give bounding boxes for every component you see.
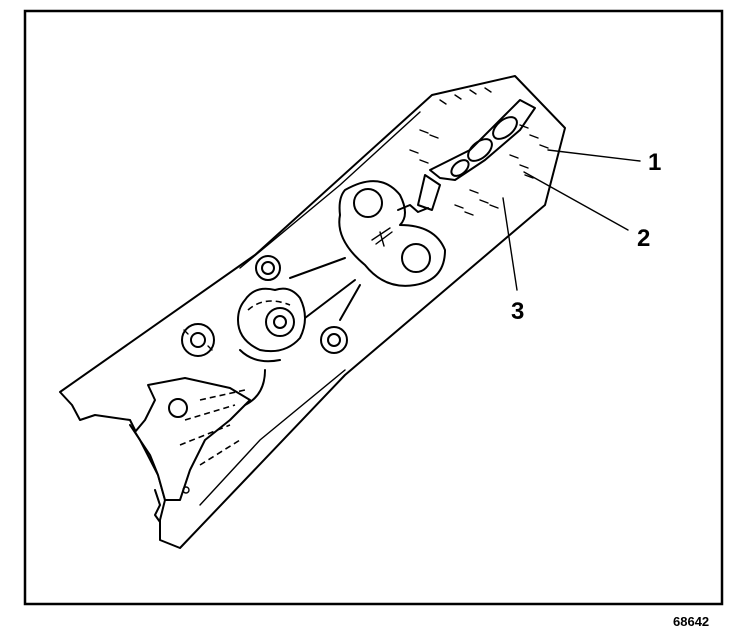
adjuster-slot — [417, 99, 536, 211]
leader-line-3 — [502, 197, 518, 291]
callout-2: 2 — [637, 225, 650, 252]
pivot-fastener-left — [181, 323, 215, 357]
callout-1: 1 — [648, 149, 661, 176]
central-pivot-gear — [237, 287, 306, 406]
callout-3: 3 — [511, 298, 524, 325]
leader-line-2 — [523, 171, 629, 231]
surface-tick-marks — [409, 87, 549, 216]
cam-plate — [338, 180, 446, 287]
pivot-fastener-upper — [255, 255, 281, 281]
figure-frame — [23, 9, 724, 606]
leader-lines — [502, 149, 641, 291]
pivot-fastener-right — [320, 326, 348, 354]
figure-number: 68642 — [673, 614, 709, 629]
hidden-edge-lines — [168, 389, 246, 494]
linkage-arms — [289, 257, 361, 321]
leader-line-1 — [547, 149, 641, 162]
